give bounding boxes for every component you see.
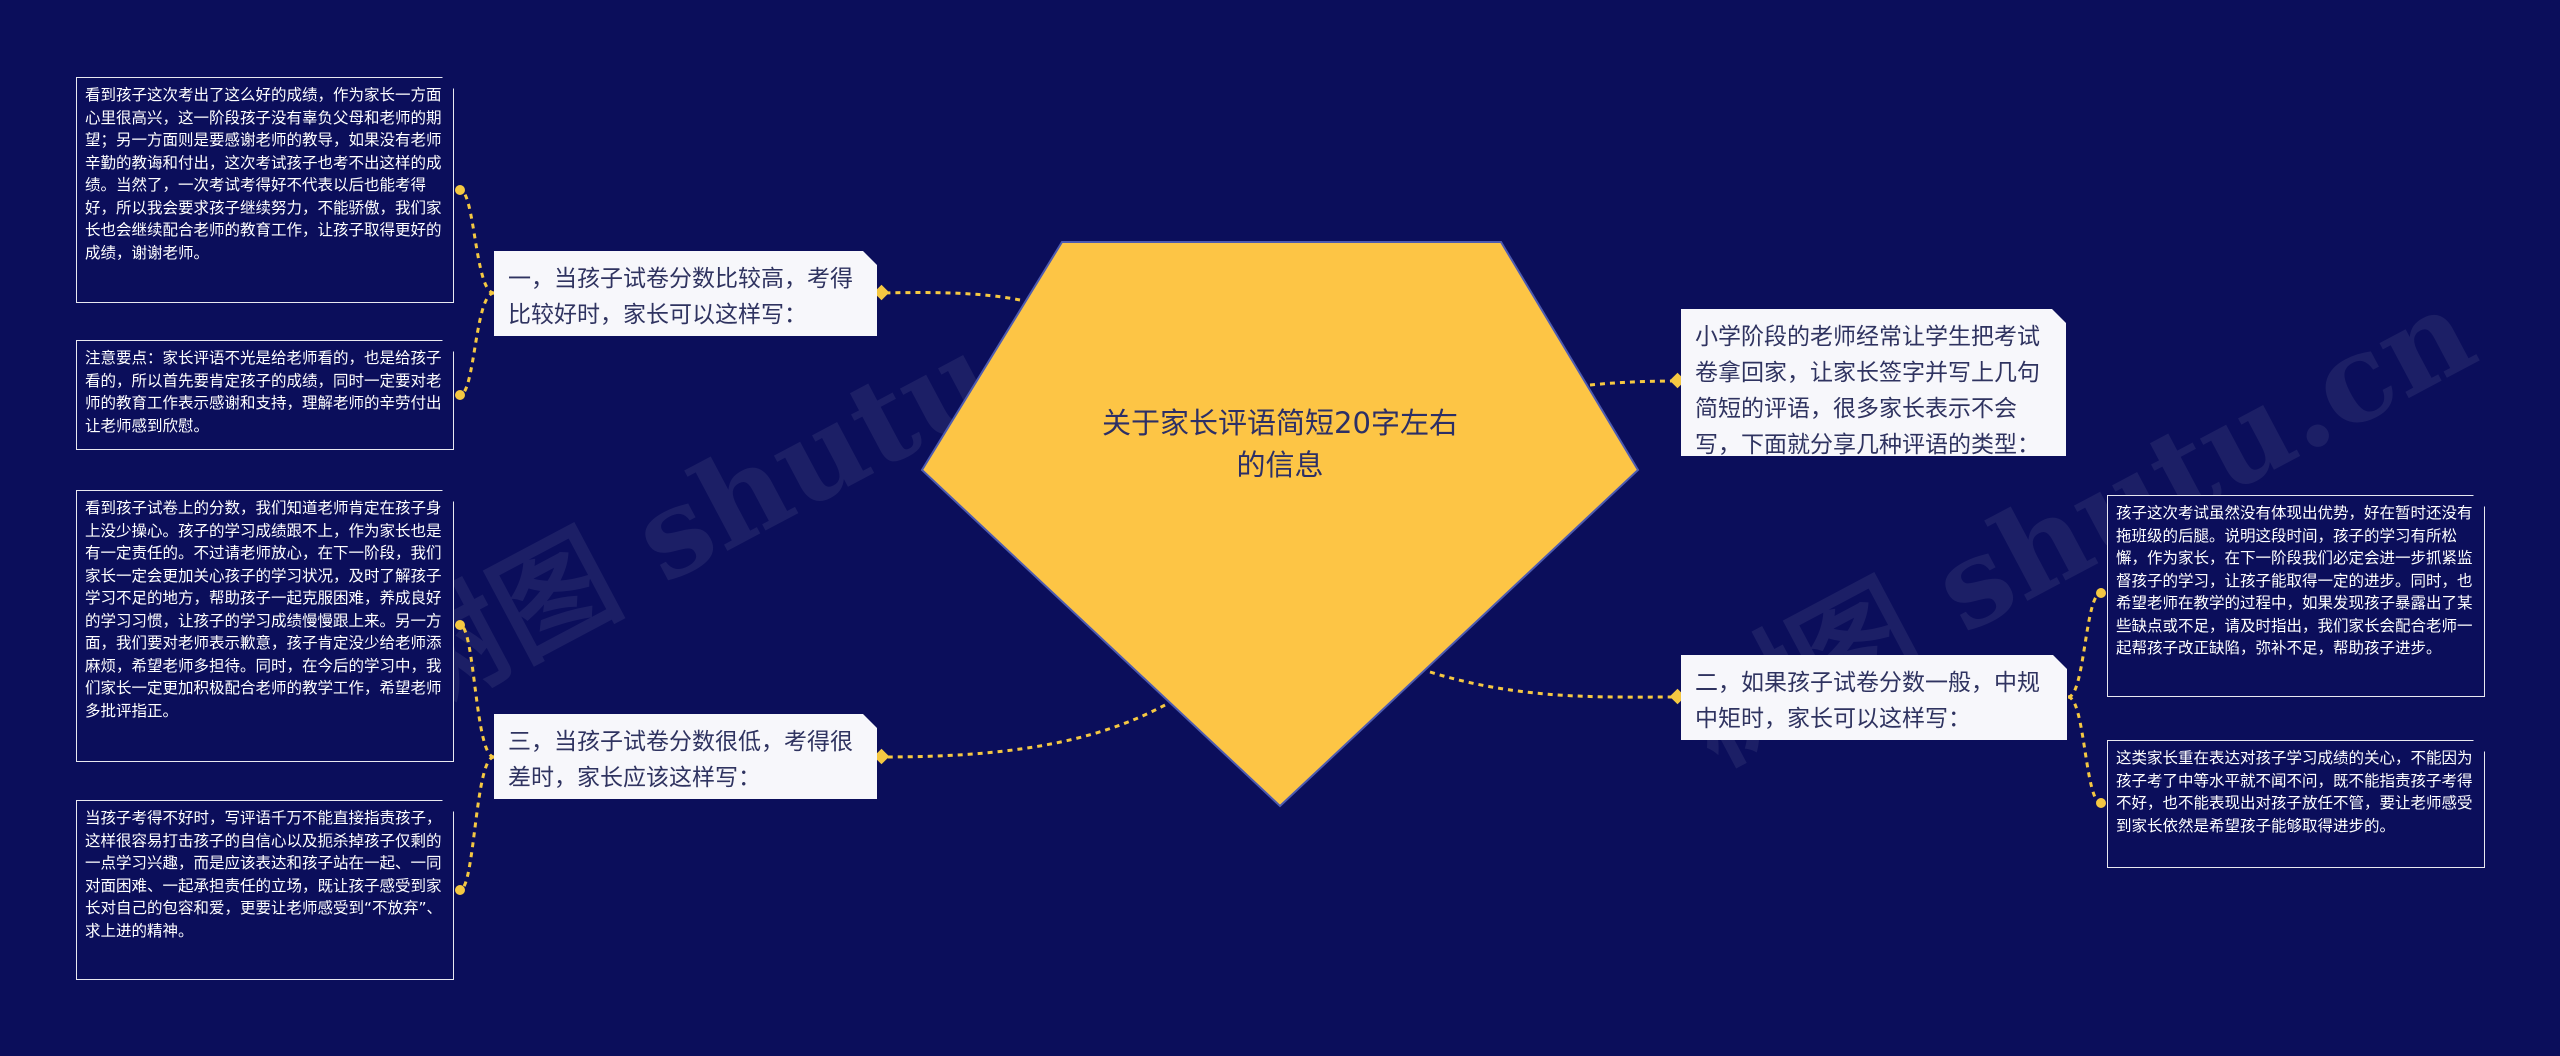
- center-node-shape[interactable]: [920, 241, 1640, 808]
- branch-intro[interactable]: 小学阶段的老师经常让学生把考试卷拿回家，让家长签字并写上几句简短的评语，很多家长…: [1681, 309, 2066, 456]
- connector-low-leaf2: [459, 755, 495, 892]
- connector-dot: [455, 620, 465, 630]
- connector-mid-leaf2: [2067, 695, 2102, 805]
- branch-high-score[interactable]: 一，当孩子试卷分数比较高，考得比较好时，家长可以这样写：: [494, 251, 877, 336]
- center-topic: 关于家长评语简短20字左右的信息: [1102, 406, 1458, 482]
- connector-center-high: [881, 291, 1021, 302]
- connector-dot: [455, 390, 465, 400]
- leaf-low-1[interactable]: 看到孩子试卷上的分数，我们知道老师肯定在孩子身上没少操心。孩子的学习成绩跟不上，…: [76, 490, 454, 762]
- leaf-low-2[interactable]: 当孩子考得不好时，写评语千万不能直接指责孩子，这样很容易打击孩子的自信心以及扼杀…: [76, 800, 454, 980]
- leaf-high-1[interactable]: 看到孩子这次考出了这么好的成绩，作为家长一方面心里很高兴，这一阶段孩子没有辜负父…: [76, 77, 454, 303]
- connector-dot: [455, 885, 465, 895]
- connector-center-mid: [1429, 670, 1679, 699]
- connector-dot: [873, 748, 890, 765]
- leaf-mid-2[interactable]: 这类家长重在表达对孩子学习成绩的关心，不能因为孩子考了中等水平就不闻不问，既不能…: [2107, 740, 2485, 868]
- leaf-mid-1[interactable]: 孩子这次考试虽然没有体现出优势，好在暂时还没有拖班级的后腿。说明这段时间，孩子的…: [2107, 495, 2485, 697]
- connector-low-leaf1: [459, 623, 495, 759]
- connector-dot: [2096, 798, 2106, 808]
- connector-dot: [455, 185, 465, 195]
- connector-high-leaf1: [459, 188, 495, 295]
- connector-mid-leaf1: [2067, 591, 2102, 699]
- connector-dot: [2096, 588, 2106, 598]
- connector-high-leaf2: [459, 291, 495, 397]
- leaf-high-2[interactable]: 注意要点：家长评语不光是给老师看的，也是给孩子看的，所以首先要肯定孩子的成绩，同…: [76, 340, 454, 450]
- branch-low-score[interactable]: 三，当孩子试卷分数很低，考得很差时，家长应该这样写：: [494, 714, 877, 799]
- connector-center-intro: [1589, 379, 1679, 387]
- branch-mid-score[interactable]: 二，如果孩子试卷分数一般，中规中矩时，家长可以这样写：: [1681, 655, 2067, 740]
- connector-center-low: [882, 703, 1166, 759]
